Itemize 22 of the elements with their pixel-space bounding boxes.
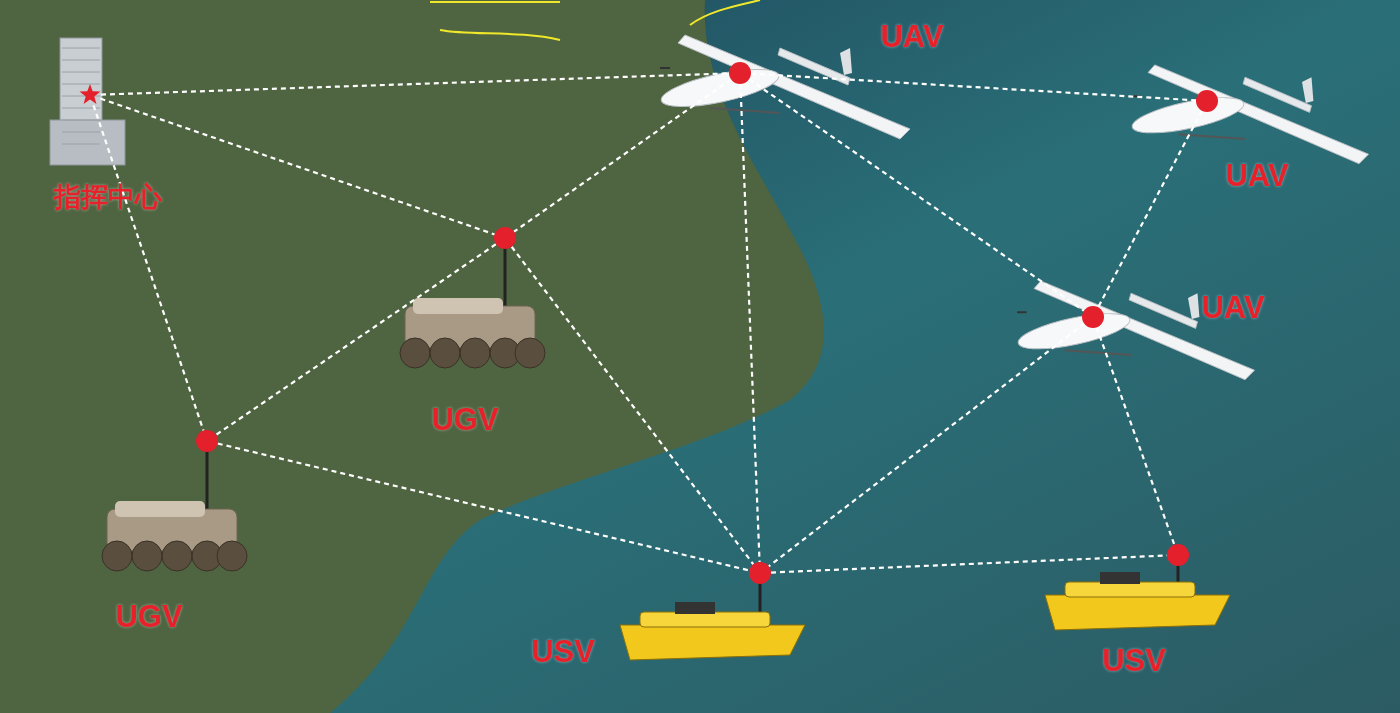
vehicle-label: UGV [115,599,183,635]
command-center-label: 指挥中心 [54,180,162,214]
dashed-link-line [768,322,1085,568]
dashed-link-line [739,83,761,563]
dashed-link-line [513,78,732,233]
dashed-link-line [748,78,1085,312]
vehicle-label: UGV [431,402,499,438]
vehicle-label: USV [1102,643,1166,679]
dashed-link-line [1095,327,1176,545]
dashed-link-line [100,72,730,96]
dashed-link-line [1097,110,1203,308]
vehicle-label: UAV [1225,158,1289,194]
dashed-link-line [215,243,497,436]
vehicle-label: UAV [880,19,944,55]
dashed-link-line [100,97,495,236]
dashed-link-line [510,246,755,565]
dashed-link-line [92,105,205,431]
vehicle-label: UAV [1201,290,1265,326]
dashed-link-line [217,442,750,572]
star-icon [79,84,101,106]
vehicle-label: USV [531,634,595,670]
dashed-link-line [750,72,1197,102]
